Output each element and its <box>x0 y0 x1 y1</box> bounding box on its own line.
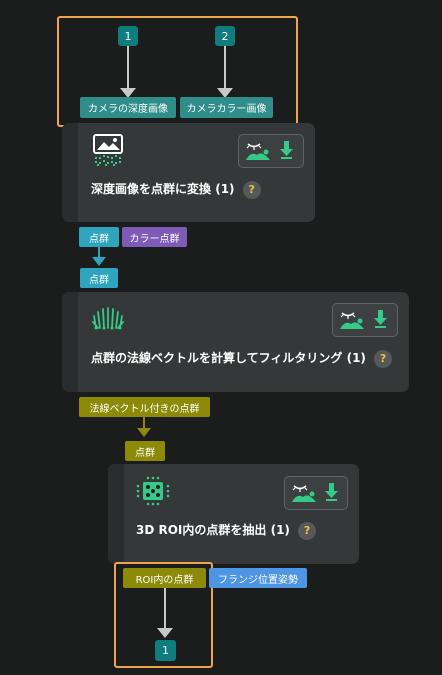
node-title: 点群の法線ベクトルを計算してフィルタリング (1) ? <box>91 349 393 368</box>
output-index-badge-1[interactable]: 1 <box>155 640 176 661</box>
output-port-point-cloud[interactable]: 点群 <box>79 227 119 247</box>
depth-image-icon <box>93 134 123 166</box>
point-cloud-normals-icon <box>92 307 124 330</box>
connector-line <box>98 247 100 259</box>
output-port-flange-pose[interactable]: フランジ位置姿勢 <box>209 568 307 588</box>
node-handle[interactable] <box>62 123 78 222</box>
node-toolbar <box>238 134 304 168</box>
output-port-color-point-cloud[interactable]: カラー点群 <box>122 227 187 247</box>
input-index-badge-2[interactable]: 2 <box>215 26 235 46</box>
visualize-icon[interactable] <box>291 481 317 503</box>
help-icon[interactable]: ? <box>298 521 317 540</box>
connector-line <box>164 588 166 630</box>
connector-line <box>143 417 145 430</box>
visualize-icon[interactable] <box>339 308 365 330</box>
download-icon[interactable] <box>373 309 389 329</box>
node-filter-by-normals[interactable]: 点群の法線ベクトルを計算してフィルタリング (1) ? <box>62 292 409 392</box>
roi-cube-icon <box>136 476 170 506</box>
output-port-cloud-with-normals[interactable]: 法線ベクトル付きの点群 <box>79 397 210 417</box>
connector-line <box>127 46 129 92</box>
help-icon[interactable]: ? <box>242 180 261 199</box>
download-icon[interactable] <box>324 482 340 502</box>
connector-line <box>224 46 226 92</box>
visualize-icon[interactable] <box>245 139 271 161</box>
input-port-color-image[interactable]: カメラカラー画像 <box>180 97 273 118</box>
node-toolbar <box>284 476 348 510</box>
arrow-down-icon <box>137 428 151 437</box>
arrow-down-icon <box>157 628 173 638</box>
node-title: 深度画像を点群に変換 (1) ? <box>91 180 261 199</box>
output-group-highlight <box>114 562 213 668</box>
output-port-roi-cloud[interactable]: ROI内の点群 <box>123 568 206 588</box>
input-port-point-cloud[interactable]: 点群 <box>125 441 165 461</box>
node-handle[interactable] <box>62 292 78 392</box>
node-handle[interactable] <box>108 464 124 564</box>
arrow-down-icon <box>92 257 106 266</box>
node-toolbar <box>332 303 398 337</box>
input-index-badge-1[interactable]: 1 <box>118 26 138 46</box>
download-icon[interactable] <box>279 140 295 160</box>
help-icon[interactable]: ? <box>374 349 393 368</box>
input-port-depth-image[interactable]: カメラの深度画像 <box>80 97 176 118</box>
arrow-down-icon <box>120 88 136 98</box>
arrow-down-icon <box>217 88 233 98</box>
node-depth-to-point-cloud[interactable]: 深度画像を点群に変換 (1) ? <box>62 123 315 222</box>
input-port-point-cloud[interactable]: 点群 <box>80 268 118 288</box>
node-title: 3D ROI内の点群を抽出 (1) ? <box>136 521 317 540</box>
node-extract-roi-cloud[interactable]: 3D ROI内の点群を抽出 (1) ? <box>108 464 359 564</box>
